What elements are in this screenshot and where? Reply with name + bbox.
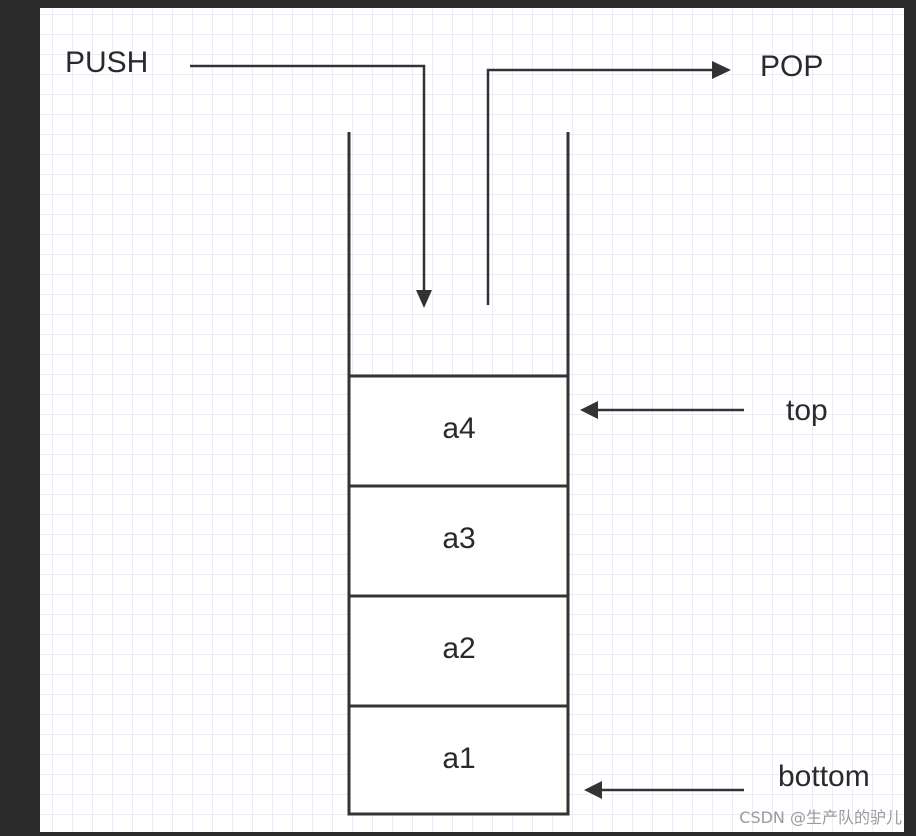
pop-label: POP (760, 50, 824, 83)
top-pointer-arrowhead (580, 401, 598, 419)
push-arrow (190, 64, 426, 298)
pop-arrowhead (712, 61, 731, 79)
bottom-label: bottom (778, 760, 870, 793)
stack-cell-a3 (347, 484, 570, 598)
cell-label-a4: a4 (442, 412, 476, 445)
top-label: top (786, 394, 828, 427)
push-label: PUSH (65, 46, 149, 79)
csdn-watermark: CSDN @生产队的驴儿 (739, 808, 902, 827)
cell-label-a1: a1 (442, 742, 476, 775)
stack-cell-a1 (347, 704, 570, 816)
cell-label-a2: a2 (442, 632, 476, 665)
stack-cell-a4 (347, 374, 570, 488)
cell-label-a3: a3 (442, 522, 476, 555)
bottom-pointer-arrowhead (584, 781, 602, 799)
pop-arrow (486, 68, 716, 305)
push-arrowhead (416, 290, 432, 308)
